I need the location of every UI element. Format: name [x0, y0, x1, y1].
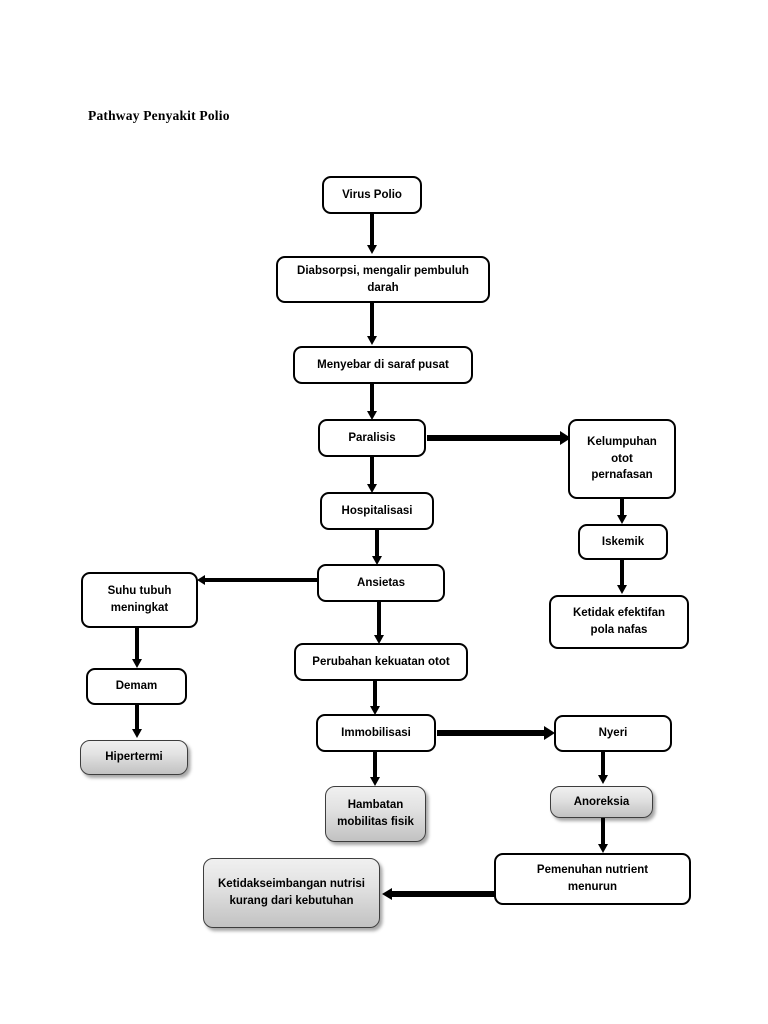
node-hambatan[interactable]: Hambatan mobilitas fisik [325, 786, 426, 842]
node-label: Paralisis [348, 431, 396, 444]
node-label: Virus Polio [342, 188, 402, 201]
arrow-shaft [370, 384, 374, 411]
arrow-shaft [135, 628, 139, 659]
arrow-head-down-icon [597, 775, 608, 784]
arrow-head-down-icon [597, 844, 608, 853]
node-iskemik[interactable]: Iskemik [578, 524, 668, 560]
arrow-head-down-icon [131, 729, 142, 738]
arrow-head-down-icon [366, 245, 377, 254]
node-label: Perubahan kekuatan otot [312, 655, 450, 668]
arrow-head-left-icon [382, 888, 392, 900]
arrow-head-down-icon [366, 484, 377, 493]
node-label-line-1: Diabsorpsi, mengalir pembuluh [297, 264, 469, 277]
node-perubahan-otot[interactable]: Perubahan kekuatan otot [294, 643, 468, 681]
node-label: Menyebar di saraf pusat [317, 358, 449, 371]
node-label-line-2: mobilitas fisik [337, 816, 414, 828]
node-ketidak-efektifan[interactable]: Ketidak efektifan pola nafas [549, 595, 689, 649]
arrow-shaft [370, 457, 374, 484]
arrow-shaft [373, 752, 377, 777]
node-pemenuhan[interactable]: Pemenuhan nutrient menurun [494, 853, 691, 905]
node-label: Demam [115, 680, 158, 693]
node-menyebar[interactable]: Menyebar di saraf pusat [293, 346, 473, 384]
arrow-shaft [370, 303, 374, 336]
node-label-line-3: pernafasan [591, 469, 653, 482]
arrow-shaft [370, 214, 374, 245]
node-label-line-2: pola nafas [590, 624, 648, 636]
node-label-line-2: darah [367, 281, 399, 294]
arrow-shaft [601, 752, 605, 775]
arrow-shaft [620, 499, 624, 515]
arrow-head-down-icon [369, 706, 380, 715]
node-label-line-2: meningkat [110, 602, 169, 614]
arrow-shaft [601, 818, 605, 844]
arrow-head-right-icon [544, 726, 555, 740]
node-label-line-2: otot [611, 452, 633, 465]
node-label: Hospitalisasi [341, 504, 413, 517]
node-label-line-1: Suhu tubuh [107, 585, 172, 598]
node-label: Ansietas [357, 576, 405, 589]
node-anoreksia[interactable]: Anoreksia [550, 786, 653, 818]
node-label-line-1: Kelumpuhan [587, 435, 657, 448]
arrow-shaft [391, 891, 495, 897]
node-label-line-1: Ketidakseimbangan nutrisi [218, 878, 365, 891]
arrow-head-down-icon [366, 336, 377, 345]
arrow-head-down-icon [369, 777, 380, 786]
node-paralisis[interactable]: Paralisis [318, 419, 426, 457]
node-suhu-tubuh[interactable]: Suhu tubuh meningkat [81, 572, 198, 628]
arrow-head-down-icon [616, 585, 627, 594]
node-label: Anoreksia [573, 795, 630, 808]
arrow-head-down-icon [366, 411, 377, 420]
node-nyeri[interactable]: Nyeri [554, 715, 672, 752]
page-title: Pathway Penyakit Polio [88, 108, 230, 123]
arrow-head-down-icon [131, 659, 142, 668]
node-label-line-2: kurang dari kebutuhan [229, 895, 354, 907]
arrow-shaft [375, 530, 379, 556]
node-label-line-1: Hambatan [347, 799, 404, 812]
arrow-shaft [427, 435, 560, 441]
arrow-head-down-icon [616, 515, 627, 524]
node-label: Hipertermi [105, 751, 163, 764]
arrow-head-down-icon [371, 556, 382, 565]
node-label-line-2: menurun [567, 881, 618, 893]
node-hospitalisasi[interactable]: Hospitalisasi [320, 492, 434, 530]
node-demam[interactable]: Demam [86, 668, 187, 705]
arrow-head-right-icon [560, 431, 571, 445]
node-ansietas[interactable]: Ansietas [317, 564, 445, 602]
node-label-line-1: Ketidak efektifan [572, 607, 666, 620]
arrow-shaft [373, 681, 377, 706]
arrow-shaft [204, 577, 318, 583]
arrow-shaft [620, 560, 624, 585]
node-label-line-1: Pemenuhan nutrient [536, 864, 649, 877]
node-immobilisasi[interactable]: Immobilisasi [316, 714, 436, 752]
arrow-shaft [437, 730, 544, 736]
node-diabsorpsi[interactable]: Diabsorpsi, mengalir pembuluh darah [276, 256, 490, 303]
node-hipertermi[interactable]: Hipertermi [80, 740, 188, 775]
node-ketidakseimbangan[interactable]: Ketidakseimbangan nutrisi kurang dari ke… [203, 858, 380, 928]
arrow-head-left-icon [197, 575, 205, 585]
node-label: Nyeri [598, 727, 628, 740]
node-label: Immobilisasi [341, 726, 411, 739]
arrow-shaft [135, 705, 139, 729]
arrow-head-down-icon [373, 635, 384, 644]
node-kelumpuhan[interactable]: Kelumpuhan otot pernafasan [568, 419, 676, 499]
node-label: Iskemik [601, 535, 645, 548]
node-virus-polio[interactable]: Virus Polio [322, 176, 422, 214]
arrow-shaft [377, 602, 381, 635]
